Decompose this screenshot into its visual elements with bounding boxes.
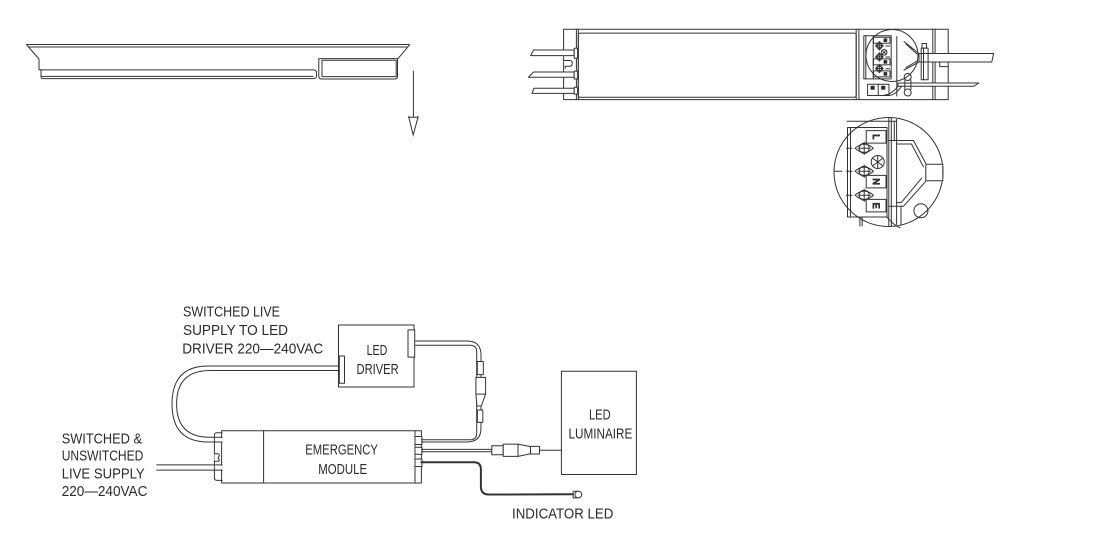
svg-text:SWITCHED &: SWITCHED & <box>62 430 142 447</box>
svg-text:LED: LED <box>589 407 611 424</box>
svg-text:UNSWITCHED: UNSWITCHED <box>62 448 144 465</box>
svg-text:SUPPLY TO LED: SUPPLY TO LED <box>183 322 288 339</box>
svg-text:DRIVER 220—240VAC: DRIVER 220—240VAC <box>182 340 323 357</box>
svg-text:DRIVER: DRIVER <box>357 361 399 378</box>
svg-text:EMERGENCY: EMERGENCY <box>305 442 378 459</box>
svg-text:LUMINAIRE: LUMINAIRE <box>569 426 633 443</box>
svg-text:LED: LED <box>367 342 388 359</box>
svg-text:MODULE: MODULE <box>318 461 367 478</box>
svg-text:220—240VAC: 220—240VAC <box>62 483 148 500</box>
svg-text:E: E <box>871 203 881 209</box>
svg-text:L: L <box>871 134 881 139</box>
svg-text:SWITCHED LIVE: SWITCHED LIVE <box>183 304 280 321</box>
svg-text:INDICATOR LED: INDICATOR LED <box>512 505 614 522</box>
svg-text:LIVE SUPPLY: LIVE SUPPLY <box>62 466 145 483</box>
svg-text:N: N <box>871 178 881 185</box>
